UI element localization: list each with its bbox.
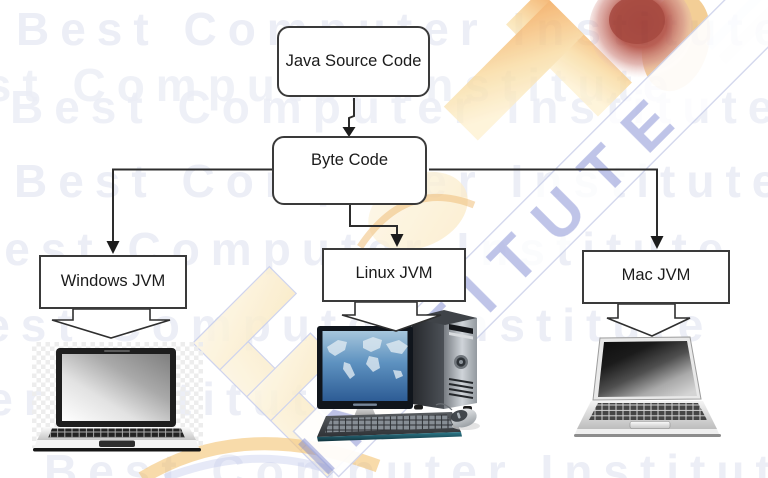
transparency-checkerboard bbox=[32, 342, 203, 448]
node-java-source-code-label: Java Source Code bbox=[285, 51, 422, 70]
mac-laptop-image bbox=[574, 336, 721, 437]
mouse bbox=[450, 408, 477, 428]
node-mac-jvm: Mac JVM bbox=[582, 250, 730, 304]
logo-corner-stripes bbox=[705, 0, 768, 64]
logo-arc bbox=[163, 454, 332, 478]
logo-red-core bbox=[609, 0, 665, 44]
node-mac-jvm-label: Mac JVM bbox=[621, 266, 691, 284]
node-byte-code: Byte Code bbox=[272, 136, 427, 205]
connector-bytecode-to-linux bbox=[349, 205, 398, 235]
logo-arc bbox=[138, 437, 381, 478]
block-arrow-mac bbox=[606, 303, 691, 337]
node-byte-code-label: Byte Code bbox=[310, 151, 389, 169]
node-linux-jvm-label: Linux JVM bbox=[355, 264, 433, 282]
node-java-source-code: Java Source Code bbox=[277, 26, 430, 97]
world-map bbox=[327, 337, 408, 379]
linux-desktop-pc-image bbox=[317, 310, 480, 442]
logo-yellow-blob bbox=[641, 0, 711, 92]
connector-bytecode-to-mac bbox=[429, 168, 658, 237]
node-windows-jvm: Windows JVM bbox=[39, 255, 187, 309]
watermark-row: Best Computer Institute bbox=[44, 445, 768, 478]
logo-chevron bbox=[443, 0, 632, 141]
node-linux-jvm: Linux JVM bbox=[322, 248, 466, 302]
connector-source-to-bytecode bbox=[348, 98, 355, 128]
logo-red-blob bbox=[589, 0, 693, 78]
block-arrow-linux bbox=[341, 301, 442, 332]
block-arrow-windows bbox=[51, 308, 171, 339]
connector-bytecode-to-windows bbox=[112, 168, 272, 242]
node-windows-jvm-label: Windows JVM bbox=[60, 272, 166, 290]
